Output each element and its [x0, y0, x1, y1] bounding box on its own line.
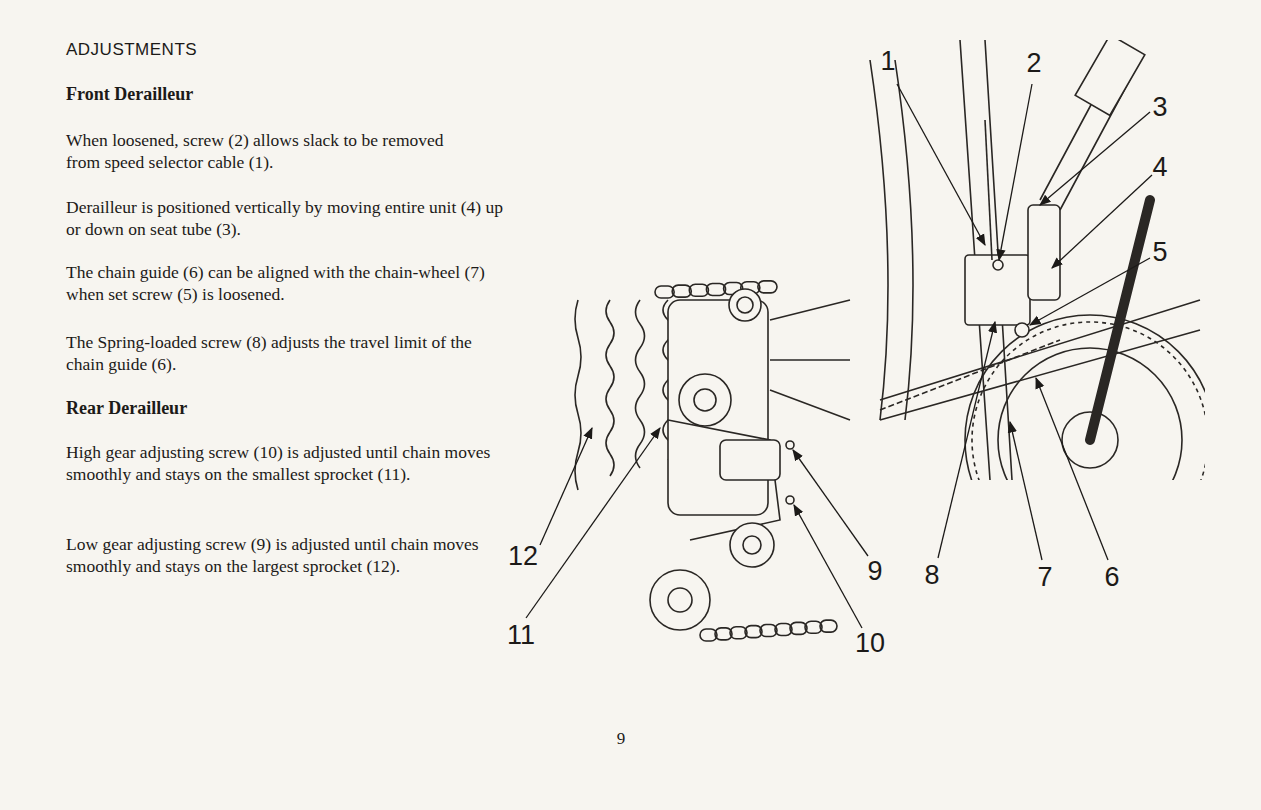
derailleur-arm — [668, 420, 780, 540]
chain-drawing — [880, 340, 1060, 410]
derailleur-body — [668, 300, 768, 515]
page-heading: ADJUSTMENTS — [66, 40, 197, 60]
front-derailleur-drawing — [870, 40, 1205, 480]
chain-drawing — [689, 284, 708, 296]
derailleur-clamp — [1028, 205, 1060, 300]
leader-line — [793, 450, 868, 556]
callout-number: 2 — [1026, 48, 1041, 78]
leader-line — [526, 428, 660, 618]
body-text: High gear adjusting screw (10) is adjust… — [66, 441, 491, 485]
callout-number: 6 — [1104, 562, 1119, 592]
chain-drawing — [758, 281, 777, 293]
pedal — [1075, 40, 1145, 115]
body-text: Low gear adjusting screw (9) is adjusted… — [66, 533, 491, 577]
sprocket-drawing — [575, 300, 581, 490]
lower-pulley — [650, 570, 710, 630]
crank-arm — [1090, 200, 1150, 440]
callout-number: 7 — [1037, 562, 1052, 592]
adjust-screw — [786, 496, 794, 504]
sprocket-drawing — [606, 300, 614, 476]
mount-bolt — [729, 289, 761, 321]
tire-line — [870, 60, 888, 420]
chain-guide — [965, 255, 1030, 325]
leader-line — [1040, 112, 1150, 205]
section-heading: Front Derailleur — [66, 84, 193, 105]
callout-number: 9 — [867, 556, 882, 586]
callout-number: 5 — [1152, 237, 1167, 267]
cable-screw — [993, 260, 1003, 270]
leader-lines — [526, 84, 1152, 628]
tire-line — [895, 60, 913, 420]
section-heading: Rear Derailleur — [66, 398, 187, 419]
leader-line — [897, 84, 985, 245]
upper-pulley — [694, 389, 716, 411]
leader-line — [1036, 378, 1108, 560]
rear-derailleur-drawing — [575, 281, 850, 641]
mount-bolt — [737, 297, 753, 313]
leader-line — [999, 84, 1032, 260]
callout-number: 3 — [1152, 92, 1167, 122]
body-text: The Spring-loaded screw (8) adjusts the … — [66, 331, 486, 375]
chain-drawing — [820, 620, 837, 632]
frame-lines — [770, 300, 850, 420]
sprocket-drawing — [636, 300, 645, 468]
body-text: When loosened, screw (2) allows slack to… — [66, 129, 476, 173]
leader-line — [1030, 258, 1150, 325]
tension-spring — [743, 536, 761, 554]
derailleur-cage — [720, 440, 780, 480]
set-screw — [1015, 323, 1029, 337]
chainstay — [880, 300, 1200, 420]
callout-number: 4 — [1152, 152, 1167, 182]
callout-number: 1 — [880, 46, 895, 76]
chain-drawing — [706, 283, 725, 295]
chainwheel — [965, 315, 1205, 480]
leader-line — [1010, 422, 1042, 560]
chain-drawing — [672, 285, 691, 297]
leader-line — [540, 428, 592, 545]
callout-number: 12 — [508, 541, 538, 571]
chainwheel-inner — [998, 348, 1182, 480]
lower-pulley — [668, 588, 692, 612]
body-text: Derailleur is positioned vertically by m… — [66, 196, 516, 240]
selector-cable — [985, 120, 992, 260]
callout-number: 11 — [507, 620, 535, 650]
tension-spring — [730, 523, 774, 567]
chain-drawing — [700, 620, 837, 641]
callout-number: 8 — [924, 560, 939, 590]
adjust-screw — [786, 441, 794, 449]
leader-line — [1052, 175, 1152, 268]
chain-drawing — [655, 286, 674, 298]
leader-line — [794, 505, 862, 628]
leader-line — [938, 322, 995, 558]
sprocket-drawing — [575, 300, 673, 490]
body-text: The chain guide (6) can be aligned with … — [66, 261, 516, 305]
page-number: 9 — [617, 729, 626, 749]
chainwheel-teeth — [972, 322, 1205, 480]
upper-pulley — [679, 374, 731, 426]
callout-number: 10 — [855, 628, 885, 658]
